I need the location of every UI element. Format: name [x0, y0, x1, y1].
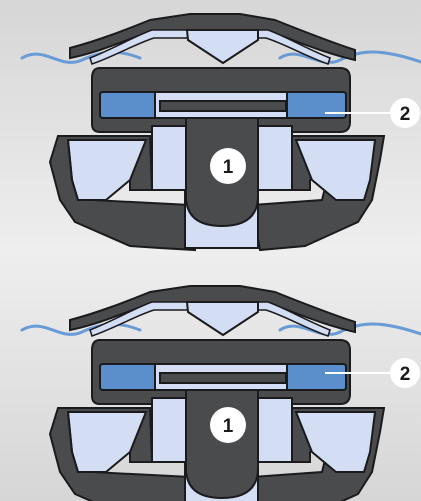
callout-label-2: 2 — [400, 364, 411, 385]
callout-label-1: 1 — [223, 416, 234, 437]
valve-diagram-top: 2 1 — [20, 12, 421, 252]
callout-badge-1 — [210, 407, 246, 443]
valve-diagram-bottom: 2 1 — [20, 284, 421, 501]
callout-badge-2 — [390, 358, 420, 388]
callout-badge-2 — [390, 98, 420, 128]
callout-label-2: 2 — [400, 104, 411, 125]
callout-label-1: 1 — [223, 157, 234, 178]
callout-badge-1 — [210, 148, 246, 184]
